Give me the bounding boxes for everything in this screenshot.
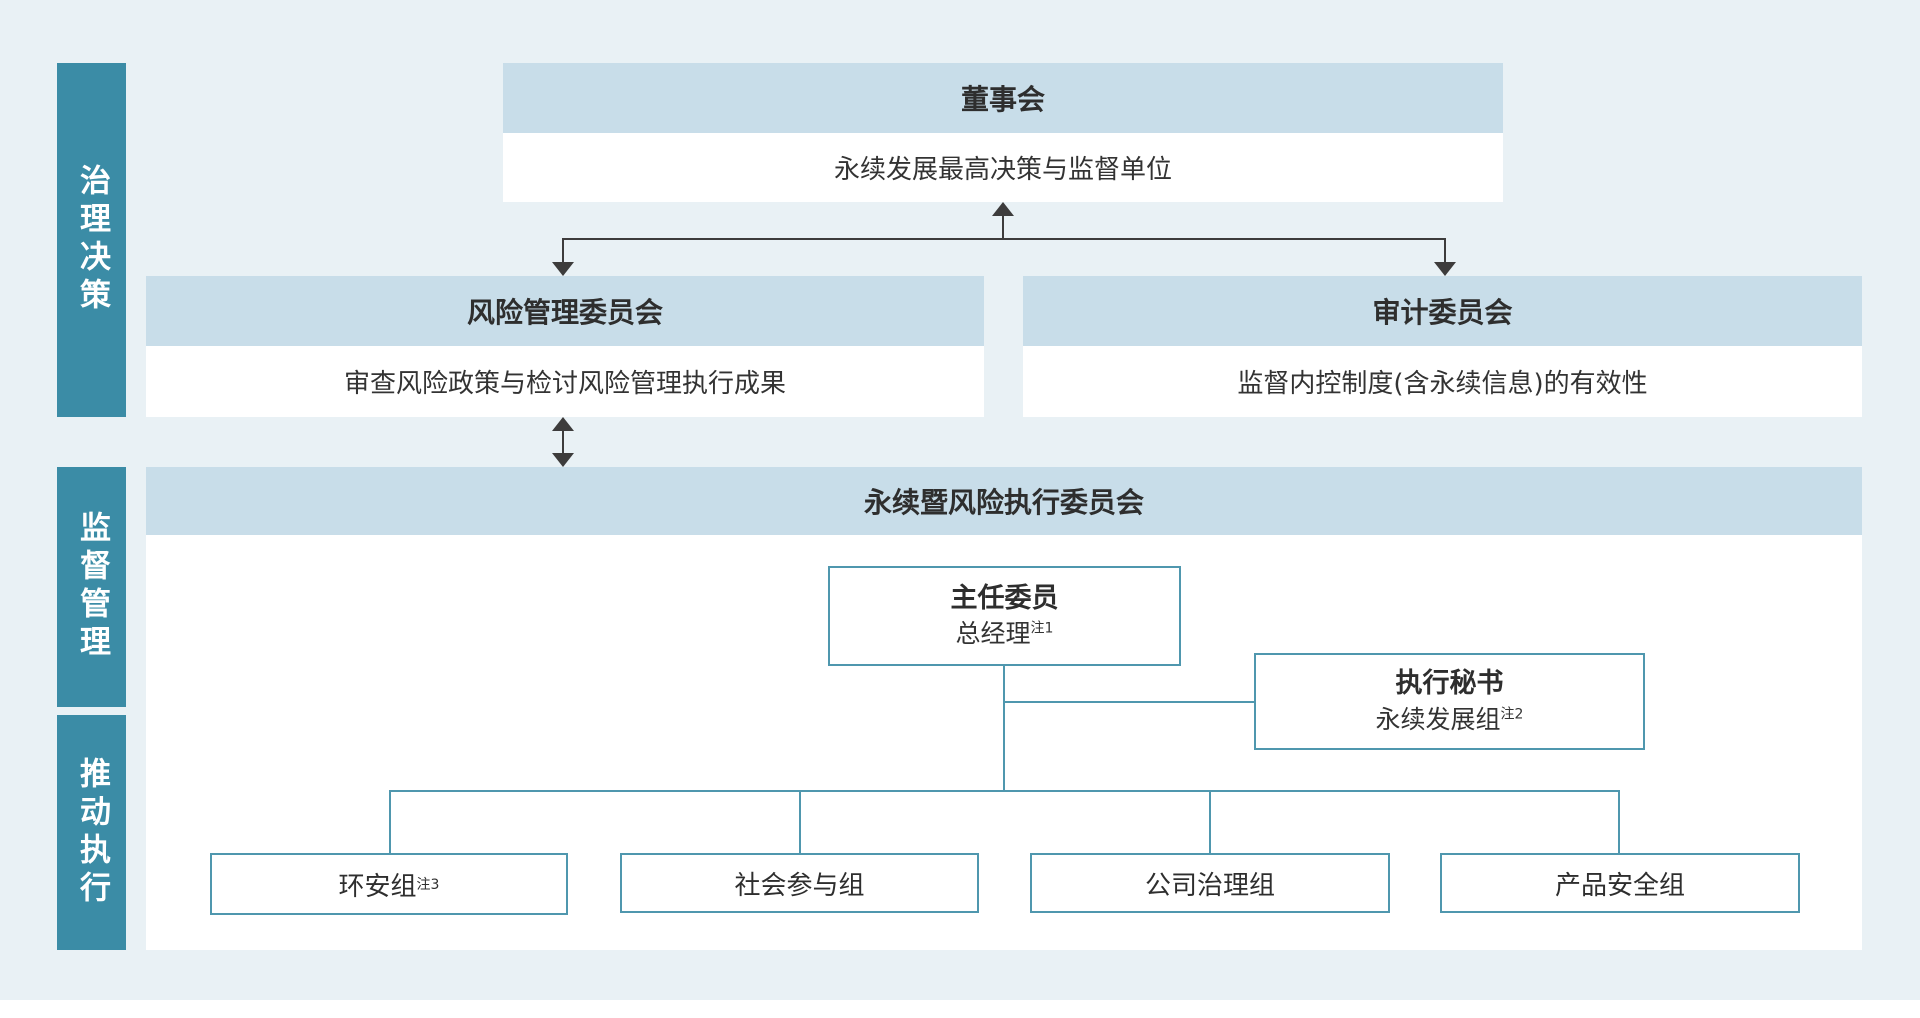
chair-box: 主任委员 总经理注1 [828,566,1181,666]
risk-committee-box: 风险管理委员会 审查风险政策与检讨风险管理执行成果 [146,276,984,417]
group-note: 注3 [416,877,440,893]
secretary-title: 执行秘书 [1395,668,1504,700]
stage-label-execution: 推动执行 [74,756,110,909]
chair-subtitle: 总经理注1 [955,619,1054,649]
group-label: 产品安全组 [1554,870,1685,901]
risk-committee-title: 风险管理委员会 [146,276,984,346]
group-label: 社会参与组 [734,870,865,901]
connector-stem-up [1002,215,1004,240]
secretary-subtitle: 永续发展组注2 [1375,704,1524,734]
double-arrow-down-icon [552,453,574,467]
stage-label-supervision: 监督管理 [74,511,110,663]
risk-committee-desc: 审查风险政策与检讨风险管理执行成果 [146,346,984,417]
group-box-product-safety: 产品安全组 [1440,853,1800,913]
stage-label-governance: 治理决策 [74,164,110,316]
audit-committee-box: 审计委员会 监督内控制度(含永续信息)的有效性 [1023,276,1862,417]
arrow-down-to-audit-icon [1434,262,1456,276]
stage-bar-governance: 治理决策 [57,63,126,417]
stage-bar-execution: 推动执行 [57,715,126,950]
connector-stem-left [562,238,564,264]
arrow-down-to-risk-icon [552,262,574,276]
connector-line-horizontal [563,238,1445,240]
arrow-up-to-board-icon [992,202,1014,216]
tree-secretary-line [1003,701,1254,703]
exec-committee-title: 永续暨风险执行委员会 [146,467,1862,535]
chair-note: 注1 [1030,621,1054,638]
board-desc: 永续发展最高决策与监督单位 [503,133,1503,202]
group-box-governance: 公司治理组 [1030,853,1390,913]
double-arrow-up-icon [552,417,574,431]
secretary-box: 执行秘书 永续发展组注2 [1254,653,1645,750]
board-box: 董事会 永续发展最高决策与监督单位 [503,63,1503,202]
connector-stem-right [1444,238,1446,264]
tree-drop-1 [389,790,391,853]
tree-drop-2 [799,790,801,853]
chair-title: 主任委员 [950,582,1059,614]
tree-drop-3 [1209,790,1211,853]
tree-main-stem [1003,666,1005,790]
tree-branch-line [389,790,1620,792]
group-label: 环安组 [338,871,417,902]
audit-committee-title: 审计委员会 [1023,276,1862,346]
group-box-social: 社会参与组 [620,853,979,913]
double-arrow-stem [562,428,564,456]
board-title: 董事会 [503,63,1503,133]
stage-bar-supervision: 监督管理 [57,467,126,707]
group-label: 公司治理组 [1144,870,1275,901]
tree-drop-4 [1618,790,1620,853]
group-box-ehs: 环安组注3 [210,853,568,915]
bottom-margin [0,1000,1920,1018]
secretary-note: 注2 [1500,706,1524,723]
audit-committee-desc: 监督内控制度(含永续信息)的有效性 [1023,346,1862,417]
